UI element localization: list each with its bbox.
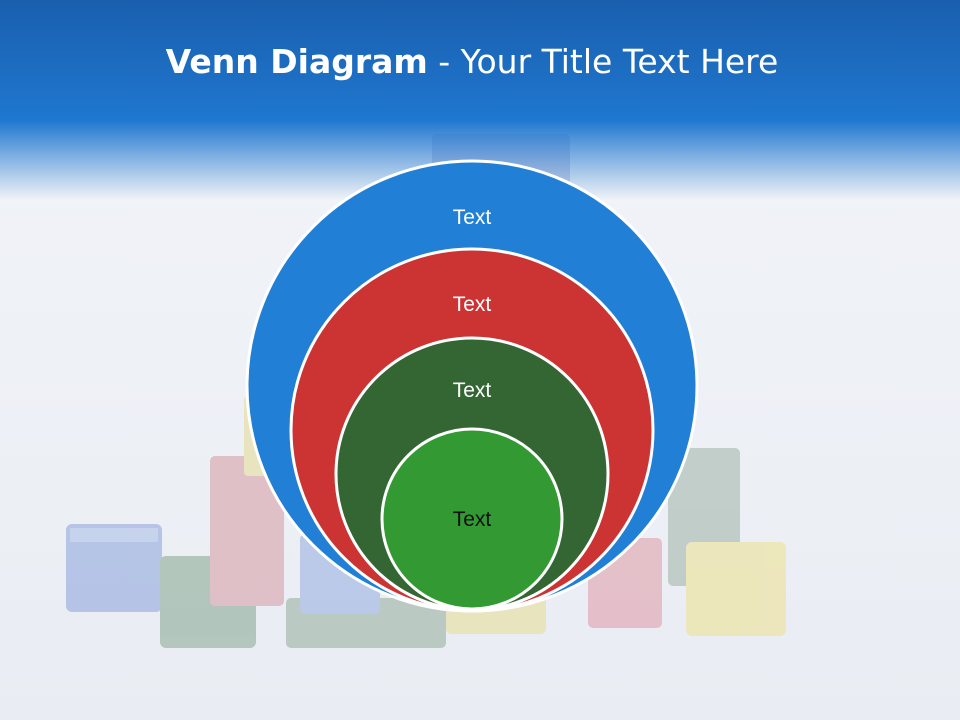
- inner-circle-label: Text: [453, 508, 492, 531]
- slide-title: Venn Diagram - Your Title Text Here: [0, 40, 944, 84]
- outer-circle-label: Text: [453, 206, 492, 229]
- title-rest-part: - Your Title Text Here: [427, 42, 779, 81]
- second-circle-label: Text: [453, 293, 492, 316]
- inner-circle: [380, 427, 564, 611]
- title-bold-part: Venn Diagram: [165, 42, 428, 81]
- third-circle-label: Text: [453, 379, 492, 402]
